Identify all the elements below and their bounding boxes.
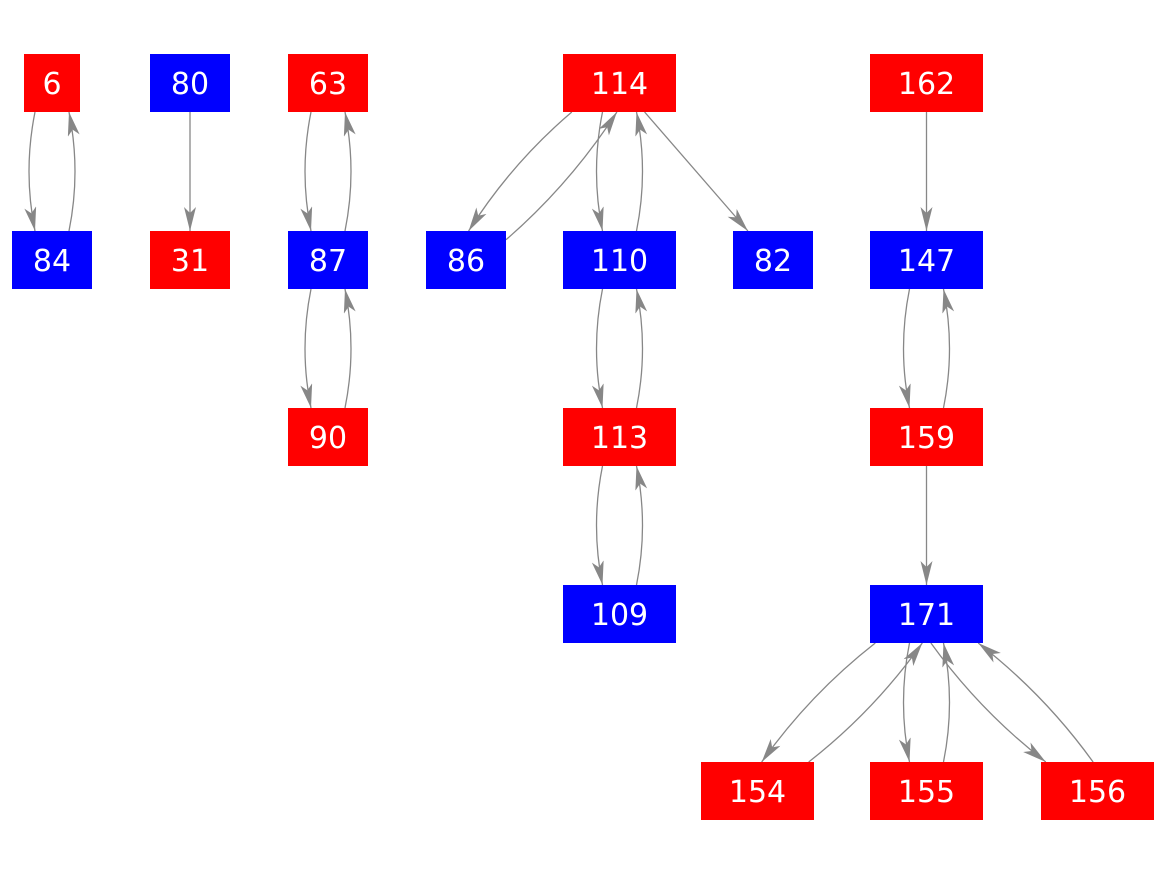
node-110-box: [563, 231, 676, 289]
node-86-label: 86: [447, 244, 485, 279]
node-114-label: 114: [591, 67, 648, 102]
edge-147-159: [898, 288, 911, 409]
edge-90-87: [343, 288, 356, 409]
node-6-box: [24, 54, 80, 112]
edge-159-147: [942, 288, 955, 409]
edge-114-110: [591, 111, 604, 232]
node-171-box: [870, 585, 983, 643]
node-82-label: 82: [754, 244, 792, 279]
edge-87-90: [300, 288, 313, 409]
edge-113-110: [635, 288, 648, 409]
node-31-box: [150, 231, 230, 289]
edge-109-113: [635, 465, 648, 586]
node-80-label: 80: [171, 67, 209, 102]
edge-156-171: [977, 642, 1094, 763]
node-86-box: [426, 231, 506, 289]
nodes-layer: 6 80 63 114 162 84 31 87 86 110 82 147 90 113 159 109 17…: [12, 54, 1154, 820]
node-6-label: 6: [42, 67, 61, 102]
node-110-label: 110: [591, 244, 648, 279]
node-155-label: 155: [898, 775, 955, 810]
node-156-label: 156: [1069, 775, 1126, 810]
edge-171-155: [898, 642, 911, 763]
node-109-box: [563, 585, 676, 643]
edge-113-109: [591, 465, 604, 586]
node-147-box: [870, 231, 983, 289]
edge-171-154: [761, 642, 876, 763]
edge-114-86: [468, 111, 573, 232]
edge-110-114: [635, 111, 648, 232]
node-113-label: 113: [591, 421, 648, 456]
node-154-box: [701, 762, 814, 820]
node-90-label: 90: [309, 421, 347, 456]
edge-171-156: [930, 642, 1047, 763]
node-109-label: 109: [591, 598, 648, 633]
node-162-box: [870, 54, 983, 112]
node-63-label: 63: [309, 67, 347, 102]
node-84-box: [12, 231, 92, 289]
edge-87-63: [343, 111, 356, 232]
edge-155-171: [942, 642, 955, 763]
node-162-label: 162: [898, 67, 955, 102]
node-171-label: 171: [898, 598, 955, 633]
node-113-box: [563, 408, 676, 466]
edge-114-82: [644, 111, 749, 232]
edge-84-6: [67, 111, 80, 232]
edges-layer: [24, 111, 1094, 763]
edge-6-84: [24, 111, 37, 232]
node-82-box: [733, 231, 813, 289]
node-31-label: 31: [171, 244, 209, 279]
edge-110-113: [591, 288, 604, 409]
node-84-label: 84: [33, 244, 71, 279]
node-114-box: [563, 54, 676, 112]
node-159-box: [870, 408, 983, 466]
node-154-label: 154: [729, 775, 786, 810]
node-80-box: [150, 54, 230, 112]
node-63-box: [288, 54, 368, 112]
node-147-label: 147: [898, 244, 955, 279]
node-159-label: 159: [898, 421, 955, 456]
edge-63-87: [300, 111, 313, 232]
node-156-box: [1041, 762, 1154, 820]
node-90-box: [288, 408, 368, 466]
edge-86-114: [505, 111, 618, 241]
node-87-label: 87: [309, 244, 347, 279]
node-87-box: [288, 231, 368, 289]
edge-154-171: [808, 642, 923, 763]
node-155-box: [870, 762, 983, 820]
